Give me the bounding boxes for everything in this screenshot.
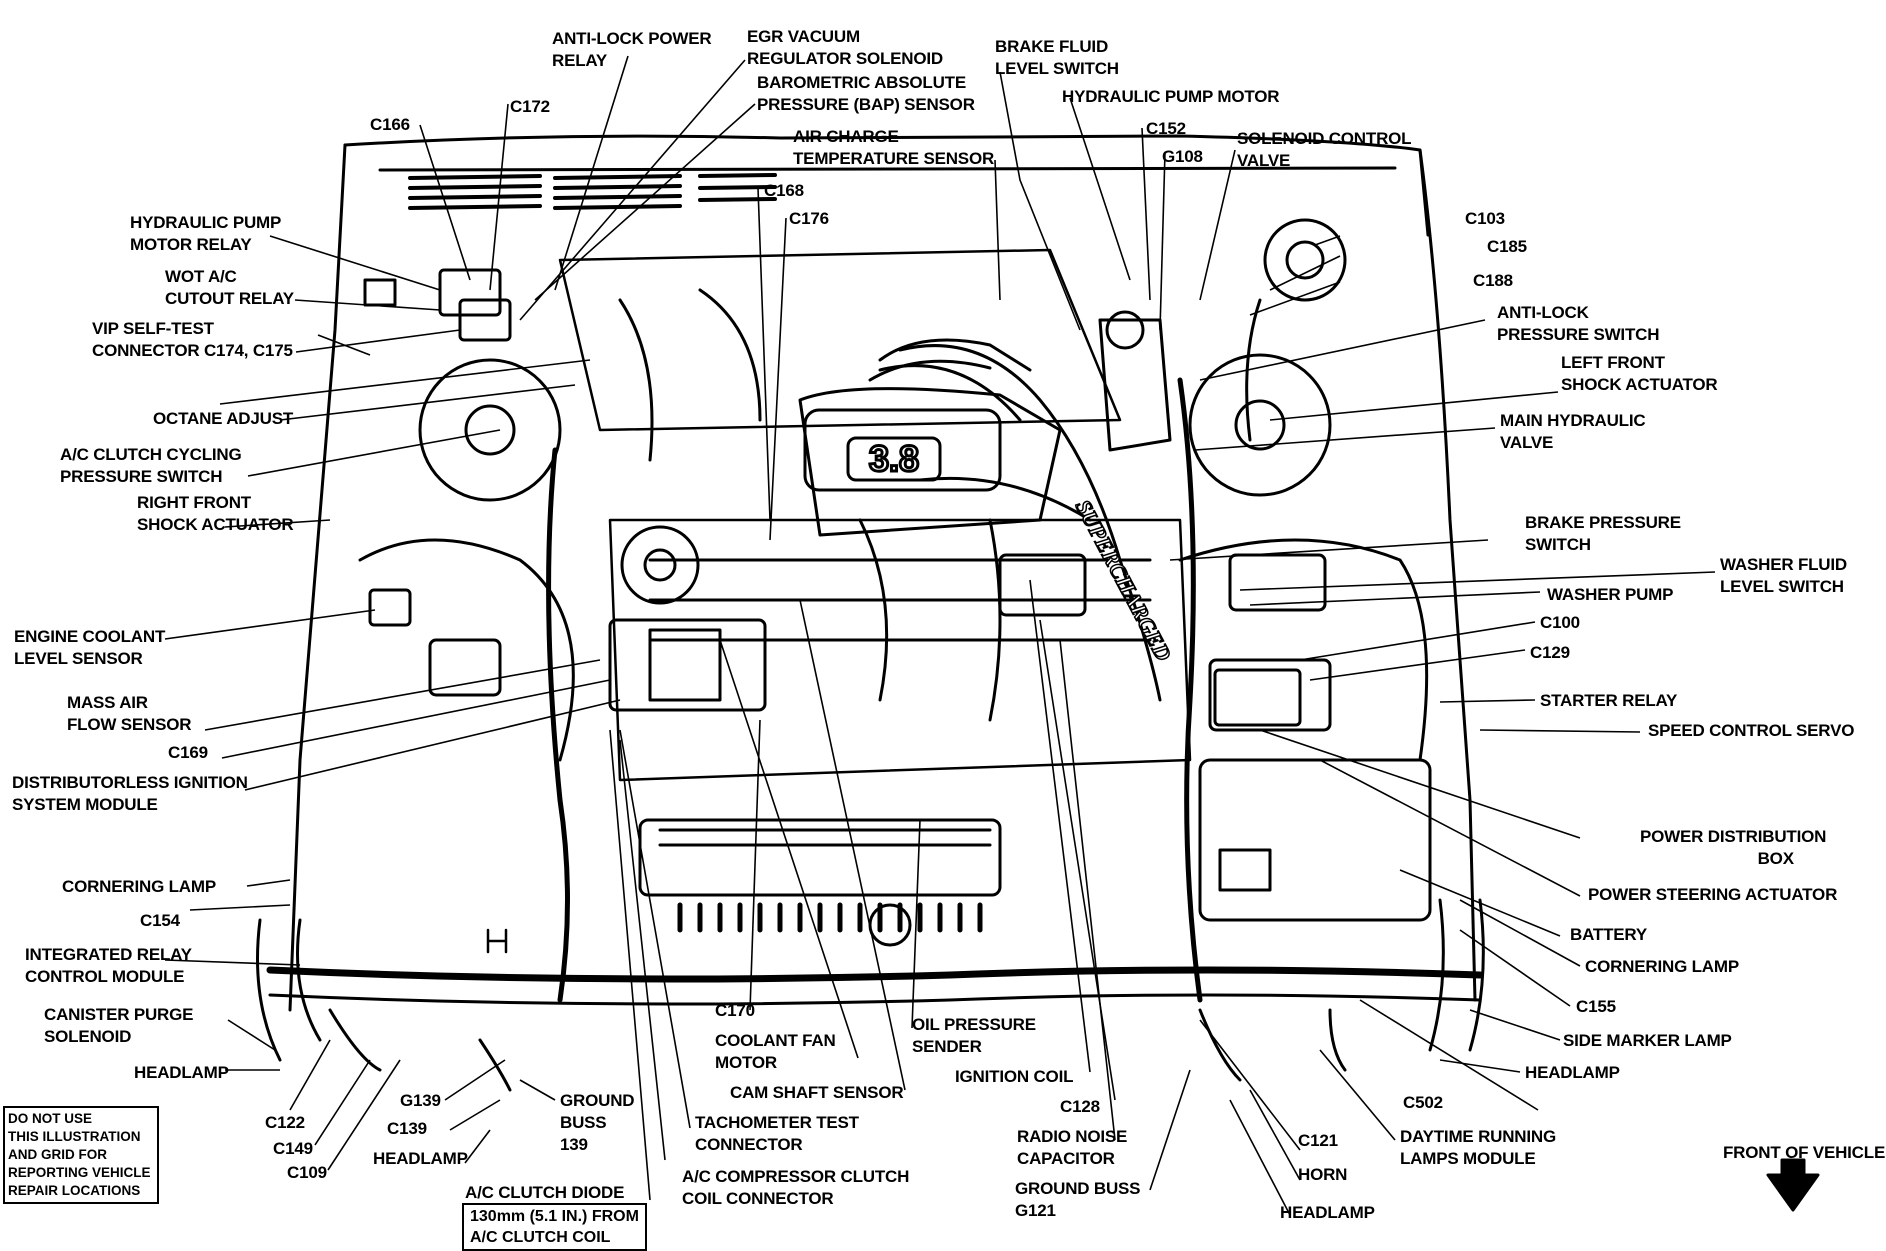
label-c100: C100 <box>1540 613 1580 632</box>
label-g108: G108 <box>1162 147 1203 166</box>
label-ac-clutch-diode: A/C CLUTCH DIODE <box>465 1183 625 1202</box>
ac-clutch-diode-note: 130mm (5.1 IN.) FROM A/C CLUTCH COIL <box>462 1203 647 1251</box>
label-oil-pressure-sender: OIL PRESSURE SENDER <box>912 1015 1036 1056</box>
label-ac-compressor-clutch-coil-connector: A/C COMPRESSOR CLUTCH COIL CONNECTOR <box>682 1167 910 1208</box>
label-anti-lock-pressure-switch: ANTI-LOCK PRESSURE SWITCH <box>1497 303 1660 344</box>
label-air-charge-temperature-sensor: AIR CHARGE TEMPERATURE SENSOR <box>793 127 995 168</box>
label-cornering-lamp-right: CORNERING LAMP <box>1585 957 1739 976</box>
label-c121: C121 <box>1298 1131 1338 1150</box>
label-front-of-vehicle: FRONT OF VEHICLE <box>1723 1143 1886 1162</box>
label-g139: G139 <box>400 1091 441 1110</box>
label-brake-pressure-switch: BRAKE PRESSURE SWITCH <box>1525 513 1681 554</box>
label-power-distribution-box: POWER DISTRIBUTION BOX <box>1640 827 1827 868</box>
label-side-marker-lamp: SIDE MARKER LAMP <box>1563 1031 1732 1050</box>
label-main-hydraulic-valve: MAIN HYDRAULIC VALVE <box>1500 411 1646 452</box>
label-speed-control-servo: SPEED CONTROL SERVO <box>1648 721 1855 740</box>
label-headlamp-left-upper: HEADLAMP <box>134 1063 229 1082</box>
label-c139: C139 <box>387 1119 427 1138</box>
intake-plenum <box>798 387 1062 537</box>
label-wot-ac-cutout-relay: WOT A/C CUTOUT RELAY <box>165 267 294 308</box>
label-ground-buss-139: GROUND BUSS 139 <box>560 1091 635 1154</box>
label-c109: C109 <box>287 1163 327 1182</box>
label-c170: C170 <box>715 1001 755 1020</box>
label-washer-fluid-level-switch: WASHER FLUID LEVEL SWITCH <box>1720 555 1847 596</box>
label-c172: C172 <box>510 97 550 116</box>
cowl-outline <box>343 134 1430 237</box>
label-vip-self-test-connector: VIP SELF-TEST CONNECTOR C174, C175 <box>92 319 293 360</box>
label-canister-purge-solenoid: CANISTER PURGE SOLENOID <box>44 1005 194 1046</box>
label-battery: BATTERY <box>1570 925 1647 944</box>
engine-badge-group: 3.8 SUPERCHARGED <box>846 436 1177 666</box>
label-headlamp-right-upper: HEADLAMP <box>1525 1063 1620 1082</box>
main-wire-harness <box>266 966 1484 983</box>
label-c149: C149 <box>273 1139 313 1158</box>
label-c152: C152 <box>1146 119 1186 138</box>
label-left-front-shock-actuator: LEFT FRONT SHOCK ACTUATOR <box>1561 353 1718 394</box>
label-c169: C169 <box>168 743 208 762</box>
warning-note: DO NOT USE THIS ILLUSTRATION AND GRID FO… <box>3 1106 159 1204</box>
label-tachometer-test-connector: TACHOMETER TEST CONNECTOR <box>695 1113 859 1154</box>
label-hydraulic-pump-motor: HYDRAULIC PUMP MOTOR <box>1062 87 1280 106</box>
label-power-steering-actuator: POWER STEERING ACTUATOR <box>1588 885 1838 904</box>
label-washer-pump: WASHER PUMP <box>1547 585 1674 604</box>
label-c155: C155 <box>1576 997 1616 1016</box>
label-c176: C176 <box>789 209 829 228</box>
label-integrated-relay-control-module: INTEGRATED RELAY CONTROL MODULE <box>25 945 192 986</box>
label-cornering-lamp-left: CORNERING LAMP <box>62 877 216 896</box>
label-headlamp-right-lower: HEADLAMP <box>1280 1203 1375 1222</box>
label-ignition-coil: IGNITION COIL <box>955 1067 1074 1086</box>
label-horn: HORN <box>1298 1165 1348 1184</box>
label-egr-vacuum-regulator-solenoid: EGR VACUUM REGULATOR SOLENOID <box>747 27 944 68</box>
label-right-front-shock-actuator: RIGHT FRONT SHOCK ACTUATOR <box>137 493 294 534</box>
label-bap-sensor: BAROMETRIC ABSOLUTE PRESSURE (BAP) SENSO… <box>757 73 975 114</box>
label-c168: C168 <box>764 181 804 200</box>
label-c185: C185 <box>1487 237 1527 256</box>
label-distributorless-ignition-system-module: DISTRIBUTORLESS IGNITION SYSTEM MODULE <box>12 773 248 814</box>
label-c122: C122 <box>265 1113 305 1132</box>
engine-size-badge: 3.8 <box>869 438 919 479</box>
label-coolant-fan-motor: COOLANT FAN MOTOR <box>715 1031 836 1072</box>
label-c128: C128 <box>1060 1097 1100 1116</box>
label-mass-air-flow-sensor: MASS AIR FLOW SENSOR <box>67 693 192 734</box>
label-cam-shaft-sensor: CAM SHAFT SENSOR <box>730 1083 904 1102</box>
label-daytime-running-lamps-module: DAYTIME RUNNING LAMPS MODULE <box>1400 1127 1556 1168</box>
front-arrow-shape <box>1766 1173 1820 1212</box>
label-ground-buss-g121: GROUND BUSS G121 <box>1015 1179 1141 1220</box>
label-brake-fluid-level-switch: BRAKE FLUID LEVEL SWITCH <box>995 37 1119 78</box>
label-c129: C129 <box>1530 643 1570 662</box>
label-c154: C154 <box>140 911 180 930</box>
label-radio-noise-capacitor: RADIO NOISE CAPACITOR <box>1017 1127 1128 1168</box>
label-hydraulic-pump-motor-relay: HYDRAULIC PUMP MOTOR RELAY <box>130 213 282 254</box>
label-starter-relay: STARTER RELAY <box>1540 691 1678 710</box>
label-headlamp-left-lower: HEADLAMP <box>373 1149 468 1168</box>
label-c103: C103 <box>1465 209 1505 228</box>
label-octane-adjust: OCTANE ADJUST <box>153 409 294 428</box>
label-c166: C166 <box>370 115 410 134</box>
label-c502: C502 <box>1403 1093 1443 1112</box>
label-anti-lock-power-relay: ANTI-LOCK POWER RELAY <box>552 29 712 70</box>
label-engine-coolant-level-sensor: ENGINE COOLANT LEVEL SENSOR <box>14 627 166 668</box>
label-ac-clutch-cycling-pressure-switch: A/C CLUTCH CYCLING PRESSURE SWITCH <box>60 445 242 486</box>
label-c188: C188 <box>1473 271 1513 290</box>
label-solenoid-control-valve: SOLENOID CONTROL VALVE <box>1237 129 1412 170</box>
